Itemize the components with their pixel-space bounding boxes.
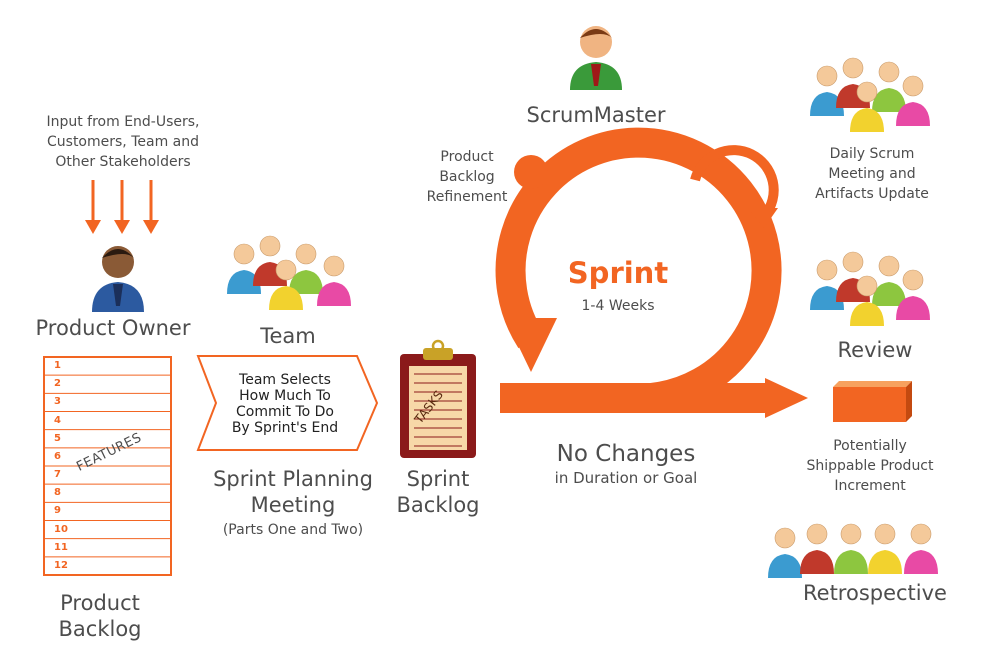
clipboard-icon [400,339,476,458]
increment-box-icon [833,381,912,422]
sprint-cycle-arrow [495,127,808,418]
planning-arrow-text: Team Selects How Much To Commit To Do By… [231,372,339,436]
daily-scrum-text: Daily Scrum Meeting and Artifacts Update [815,146,929,202]
person-icon [92,246,144,312]
review-label: Review [837,338,913,362]
input-sources-text: Input from End-Users, Customers, Team an… [46,114,200,170]
retrospective-label: Retrospective [803,581,947,605]
backlog-item-number: 5 [54,432,61,444]
backlog-item-number: 2 [54,378,61,390]
person-icon [570,26,622,90]
product-owner-label: Product Owner [35,316,191,340]
people-group-icon [809,57,931,133]
no-changes-title: No Changes [556,441,696,467]
people-group-icon [226,235,352,311]
sprint-planning-subtitle: (Parts One and Two) [222,522,364,538]
backlog-item-number: 4 [54,414,61,426]
arrow-icon [143,180,159,234]
team-label: Team [260,324,316,348]
planning-arrow-icon [196,355,379,451]
sprint-duration: 1-4 Weeks [581,298,655,314]
backlog-refinement-text: Product Backlog Refinement [426,149,508,205]
no-changes-subtitle: in Duration or Goal [554,469,698,487]
backlog-item-number: 11 [54,541,68,553]
product-backlog-label: Product Backlog [58,591,142,641]
sprint-planning-meeting-title: Sprint Planning Meeting [213,467,373,517]
scrum-master-label: ScrumMaster [526,103,666,127]
backlog-item-number: 8 [54,487,61,499]
backlog-item-number: 12 [54,559,68,571]
people-group-icon [809,251,931,327]
people-group-icon [767,523,939,579]
arrow-icon [114,180,130,234]
sprint-title: Sprint [567,256,669,290]
backlog-item-number: 7 [54,469,61,480]
backlog-item-number: 9 [54,505,61,517]
product-backlog-list [43,356,172,576]
backlog-item-number: 6 [54,450,61,462]
input-arrows [85,180,159,234]
backlog-item-number: 3 [54,396,61,408]
sprint-backlog-label: Sprint Backlog [396,467,480,517]
backlog-item-number: 10 [54,523,68,535]
arrow-icon [85,180,101,234]
increment-text: Potentially Shippable Product Increment [806,438,934,494]
backlog-item-number: 1 [54,360,61,371]
